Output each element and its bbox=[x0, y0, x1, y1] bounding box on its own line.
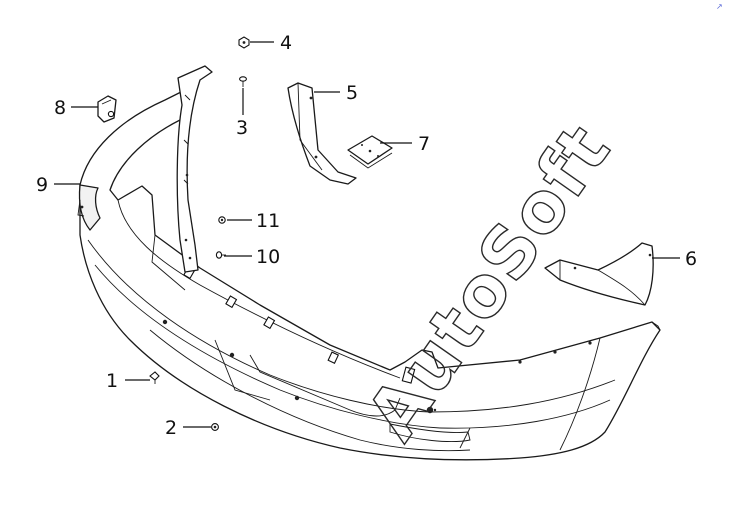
part-5-bracket[interactable] bbox=[287, 82, 357, 185]
part-8-clip[interactable] bbox=[97, 95, 117, 123]
part-2-clip[interactable] bbox=[211, 423, 219, 431]
callout-7: 7 bbox=[418, 133, 430, 155]
callout-6: 6 bbox=[685, 248, 697, 270]
callout-9: 9 bbox=[36, 174, 48, 196]
leader-lines bbox=[54, 41, 680, 428]
callout-4: 4 bbox=[280, 32, 292, 54]
left-side-bracket[interactable] bbox=[176, 65, 213, 273]
callout-10: 10 bbox=[256, 246, 280, 268]
callout-8: 8 bbox=[54, 97, 66, 119]
callout-3: 3 bbox=[236, 117, 248, 139]
corner-mark: ↗ bbox=[716, 2, 723, 11]
rear-bumper-cover[interactable] bbox=[77, 89, 661, 461]
part-7-plate[interactable] bbox=[347, 135, 393, 169]
callout-11: 11 bbox=[256, 210, 280, 232]
part-4-nut[interactable] bbox=[238, 36, 250, 49]
part-11-nut[interactable] bbox=[218, 216, 226, 224]
callout-1: 1 bbox=[106, 370, 118, 392]
callout-5: 5 bbox=[346, 82, 358, 104]
part-3-screw[interactable] bbox=[239, 76, 247, 87]
part-6-bracket[interactable] bbox=[544, 242, 654, 306]
part-10-screw[interactable] bbox=[215, 251, 226, 259]
callout-2: 2 bbox=[165, 417, 177, 439]
part-1-screw[interactable] bbox=[149, 371, 160, 384]
